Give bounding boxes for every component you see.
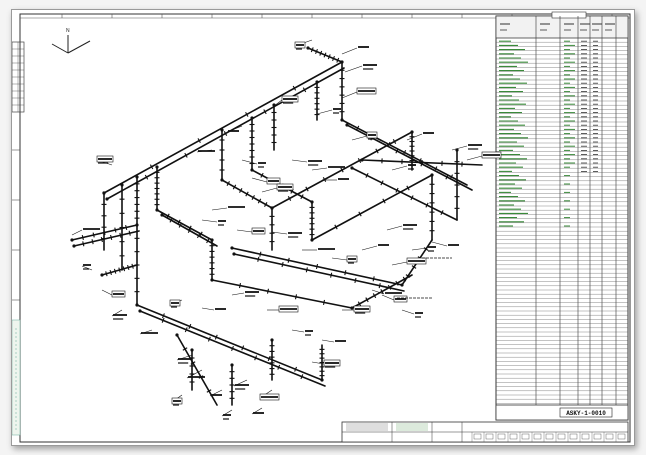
pipe-fittings xyxy=(70,46,463,399)
isometric-axis-icon: N xyxy=(51,28,91,54)
drawing-sheet: N ASKY-1-0010 xyxy=(11,9,635,446)
svg-text:N: N xyxy=(66,28,70,34)
left-revision-strip xyxy=(12,41,25,436)
callout-labels xyxy=(71,39,502,420)
pipe-network xyxy=(71,47,483,406)
drawing-number: ASKY-1-0010 xyxy=(566,410,606,417)
inner-border xyxy=(19,13,631,443)
title-block xyxy=(341,421,629,443)
isometric-piping-drawing: N ASKY-1-0010 xyxy=(12,11,631,443)
parts-list-table: ASKY-1-0010 xyxy=(495,11,629,421)
